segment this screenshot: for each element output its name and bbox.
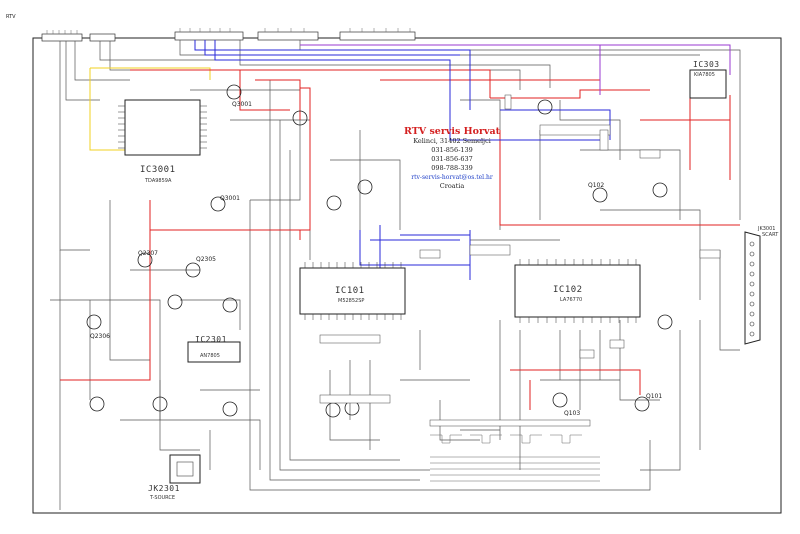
ic303-chip — [689, 69, 727, 99]
transistor-q2305 — [185, 262, 201, 278]
ic102-part: LA76770 — [560, 297, 583, 303]
stamp-phone-3: 098-788-339 — [431, 164, 473, 172]
jk2301-jack — [169, 454, 201, 484]
transistor-c — [326, 195, 342, 211]
jk3001-part: SCART — [762, 232, 779, 238]
stamp-phone-1: 031-856-139 — [431, 146, 473, 154]
jk3001-scart-connector — [744, 231, 761, 345]
transistor-label-q2307: Q2307 — [138, 250, 158, 257]
red-wiring — [60, 69, 740, 410]
transistor-k — [325, 402, 341, 418]
transistor-i — [152, 396, 168, 412]
stamp-email: rtv-servis-horvat@os.tel.hr — [411, 174, 493, 181]
jk3001-label: JK3001 — [758, 226, 776, 232]
ic2301-label: IC2301 — [195, 335, 227, 344]
ic2301-part: AN7805 — [200, 353, 220, 359]
transistor-d — [357, 179, 373, 195]
transistor-label-q3001: Q3001 — [232, 101, 252, 108]
purple-wiring — [300, 44, 731, 95]
ic2301-chip — [187, 341, 241, 363]
transistor-p — [537, 99, 553, 115]
top-connectors — [41, 31, 416, 42]
stamp-phone-2: 031-856-637 — [431, 155, 473, 163]
transistor-q101 — [634, 396, 650, 412]
transistor-symbols — [86, 84, 673, 418]
ic102-chip — [514, 259, 641, 323]
transistor-label-q2305: Q2305 — [196, 256, 216, 263]
transistor-e — [167, 294, 183, 310]
ic303-part: KIA7805 — [694, 72, 715, 78]
transistor-q3001 — [226, 84, 242, 100]
transistor-n — [652, 182, 668, 198]
stamp-address: Kelinci, 31402 Semeljci — [413, 137, 491, 145]
service-stamp: RTV servis Horvat Kelinci, 31402 Semeljc… — [398, 126, 506, 191]
ic101-part: M52852SP — [338, 298, 365, 304]
transistor-label-q101: Q101 — [646, 393, 663, 400]
transistor-label-q103: Q103 — [564, 410, 581, 417]
transistor-f — [222, 297, 238, 313]
transistor-label-q102: Q102 — [588, 182, 605, 189]
transistor-j — [222, 401, 238, 417]
ic3001-chip — [118, 99, 207, 156]
ic3001-part: TDA9859A — [145, 178, 172, 184]
yellow-wiring — [89, 67, 211, 151]
ic101-chip — [299, 262, 406, 320]
transistor-m — [592, 187, 608, 203]
transistor-g — [86, 314, 102, 330]
transistor-label-q2306: Q2306 — [90, 333, 110, 340]
stamp-title: RTV servis Horvat — [403, 126, 501, 137]
transistor-q2307 — [137, 252, 153, 268]
ic303-label: IC303 — [693, 60, 720, 69]
transistor-a — [292, 110, 308, 126]
blue-wiring — [194, 40, 611, 280]
transistor-label-q3001b: Q3001 — [220, 195, 240, 202]
ic3001-label: IC3001 — [140, 165, 176, 175]
jk2301-part: T-SOURCE — [150, 495, 176, 501]
top-connector-pins — [46, 28, 411, 34]
ic102-label: IC102 — [553, 285, 583, 295]
jk2301-label: JK2301 — [148, 484, 180, 493]
page-mark: RTV — [6, 14, 16, 20]
ic101-label: IC101 — [335, 286, 365, 296]
transistor-q103 — [552, 392, 568, 408]
transistor-b — [210, 196, 226, 212]
transistor-h — [89, 396, 105, 412]
transistor-o — [657, 314, 673, 330]
note-area — [430, 434, 600, 482]
stamp-country: Croatia — [439, 182, 465, 190]
component-blocks — [319, 94, 721, 427]
